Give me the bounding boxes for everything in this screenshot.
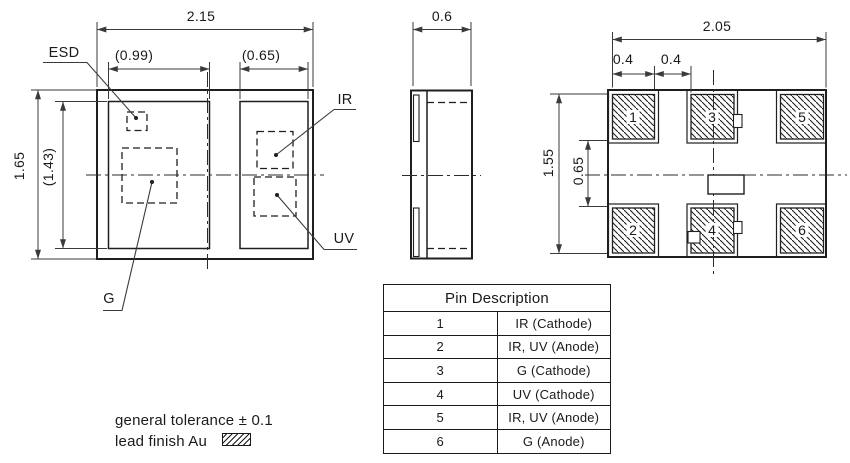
pin-desc: G (Cathode) — [496, 358, 611, 383]
pin-number: 3 — [383, 358, 498, 383]
pin-number: 4 — [383, 381, 498, 407]
pin-number: 2 — [383, 334, 498, 360]
dim-pad-span-width — [612, 32, 827, 88]
pad-3-number: 3 — [705, 110, 719, 124]
ir-label: IR — [337, 92, 353, 108]
ir-die-outline — [256, 130, 294, 170]
dim-pad-span-width-label: 2.05 — [702, 18, 732, 34]
bottom-view — [550, 32, 847, 278]
side-outline — [410, 89, 473, 260]
dim-right-cavity-width-label: (0.65) — [241, 47, 281, 63]
pin-number: 5 — [383, 405, 498, 430]
dim-pad-width-label: 0.4 — [612, 51, 634, 67]
uv-die-outline — [253, 176, 297, 217]
note-lead-finish: lead finish Au — [115, 433, 208, 450]
pad4-notch — [687, 230, 701, 244]
pin-desc: IR, UV (Anode) — [496, 334, 611, 360]
pin-desc: UV (Cathode) — [496, 381, 611, 407]
pin-table-title: Pin Description — [383, 284, 611, 312]
pad5-land — [775, 89, 827, 144]
side-pad-top — [412, 94, 420, 143]
side-view — [402, 22, 481, 260]
pin-description-table: Pin Description 1 IR (Cathode) 2 IR, UV … — [383, 284, 611, 454]
pad3-tie-bar — [732, 113, 743, 129]
pad-5-number: 5 — [795, 110, 809, 124]
g-label: G — [103, 291, 115, 307]
esd-leader — [43, 61, 138, 120]
uv-label: UV — [333, 231, 355, 247]
pad-2-number: 2 — [626, 223, 640, 237]
pin-number: 1 — [383, 311, 498, 336]
side-pad-bottom — [412, 207, 420, 258]
dim-pad-width — [612, 66, 655, 89]
dim-overall-width — [96, 22, 314, 87]
esd-label: ESD — [48, 45, 80, 61]
pad6-land — [775, 203, 827, 258]
pad-1-number: 1 — [626, 110, 640, 124]
note-general-tolerance: general tolerance ± 0.1 — [115, 412, 273, 429]
dim-thickness — [412, 22, 472, 86]
dim-cavity-height — [55, 101, 107, 249]
dim-row-gap-label: 0.65 — [570, 156, 586, 186]
esd-die-outline — [126, 111, 148, 132]
dim-cavity-height-label: (1.43) — [40, 147, 56, 187]
pin-row-1: 1 IR (Cathode) — [383, 311, 611, 336]
pin-row-6: 6 G (Anode) — [383, 428, 611, 454]
dim-overall-width-label: 2.15 — [186, 8, 216, 24]
uv-leader — [275, 193, 357, 251]
top-view — [31, 22, 357, 312]
pin-number: 6 — [383, 428, 498, 454]
pin-desc: IR, UV (Anode) — [496, 405, 611, 430]
center-index-mark — [707, 174, 745, 195]
pin-row-4: 4 UV (Cathode) — [383, 381, 611, 407]
dim-right-cavity-width — [239, 62, 309, 99]
dim-pad-span-height — [550, 93, 607, 254]
pad-4-number: 4 — [705, 223, 719, 237]
dim-pad-gap — [654, 66, 692, 93]
pad-6-number: 6 — [795, 223, 809, 237]
dim-row-gap — [579, 140, 607, 207]
dim-overall-height-label: 1.65 — [11, 151, 27, 181]
pin-row-3: 3 G (Cathode) — [383, 358, 611, 383]
dim-overall-height — [31, 89, 96, 260]
au-hatch-swatch — [222, 433, 251, 446]
pin-row-2: 2 IR, UV (Anode) — [383, 334, 611, 360]
g-leader — [103, 180, 154, 312]
dim-pad-span-height-label: 1.55 — [540, 148, 556, 178]
pin-desc: IR (Cathode) — [496, 311, 611, 336]
dim-left-cavity-width — [108, 62, 210, 99]
pad1-land — [607, 89, 660, 144]
pad4-tie-bar — [732, 220, 743, 235]
pin-table-header-row: Pin Description — [383, 284, 611, 312]
ir-leader — [274, 108, 356, 157]
dim-pad-gap-label: 0.4 — [660, 51, 682, 67]
dim-thickness-label: 0.6 — [431, 8, 453, 24]
pad2-land — [607, 203, 660, 258]
pin-row-5: 5 IR, UV (Anode) — [383, 405, 611, 430]
pin-desc: G (Anode) — [496, 428, 611, 454]
dim-left-cavity-width-label: (0.99) — [114, 47, 154, 63]
